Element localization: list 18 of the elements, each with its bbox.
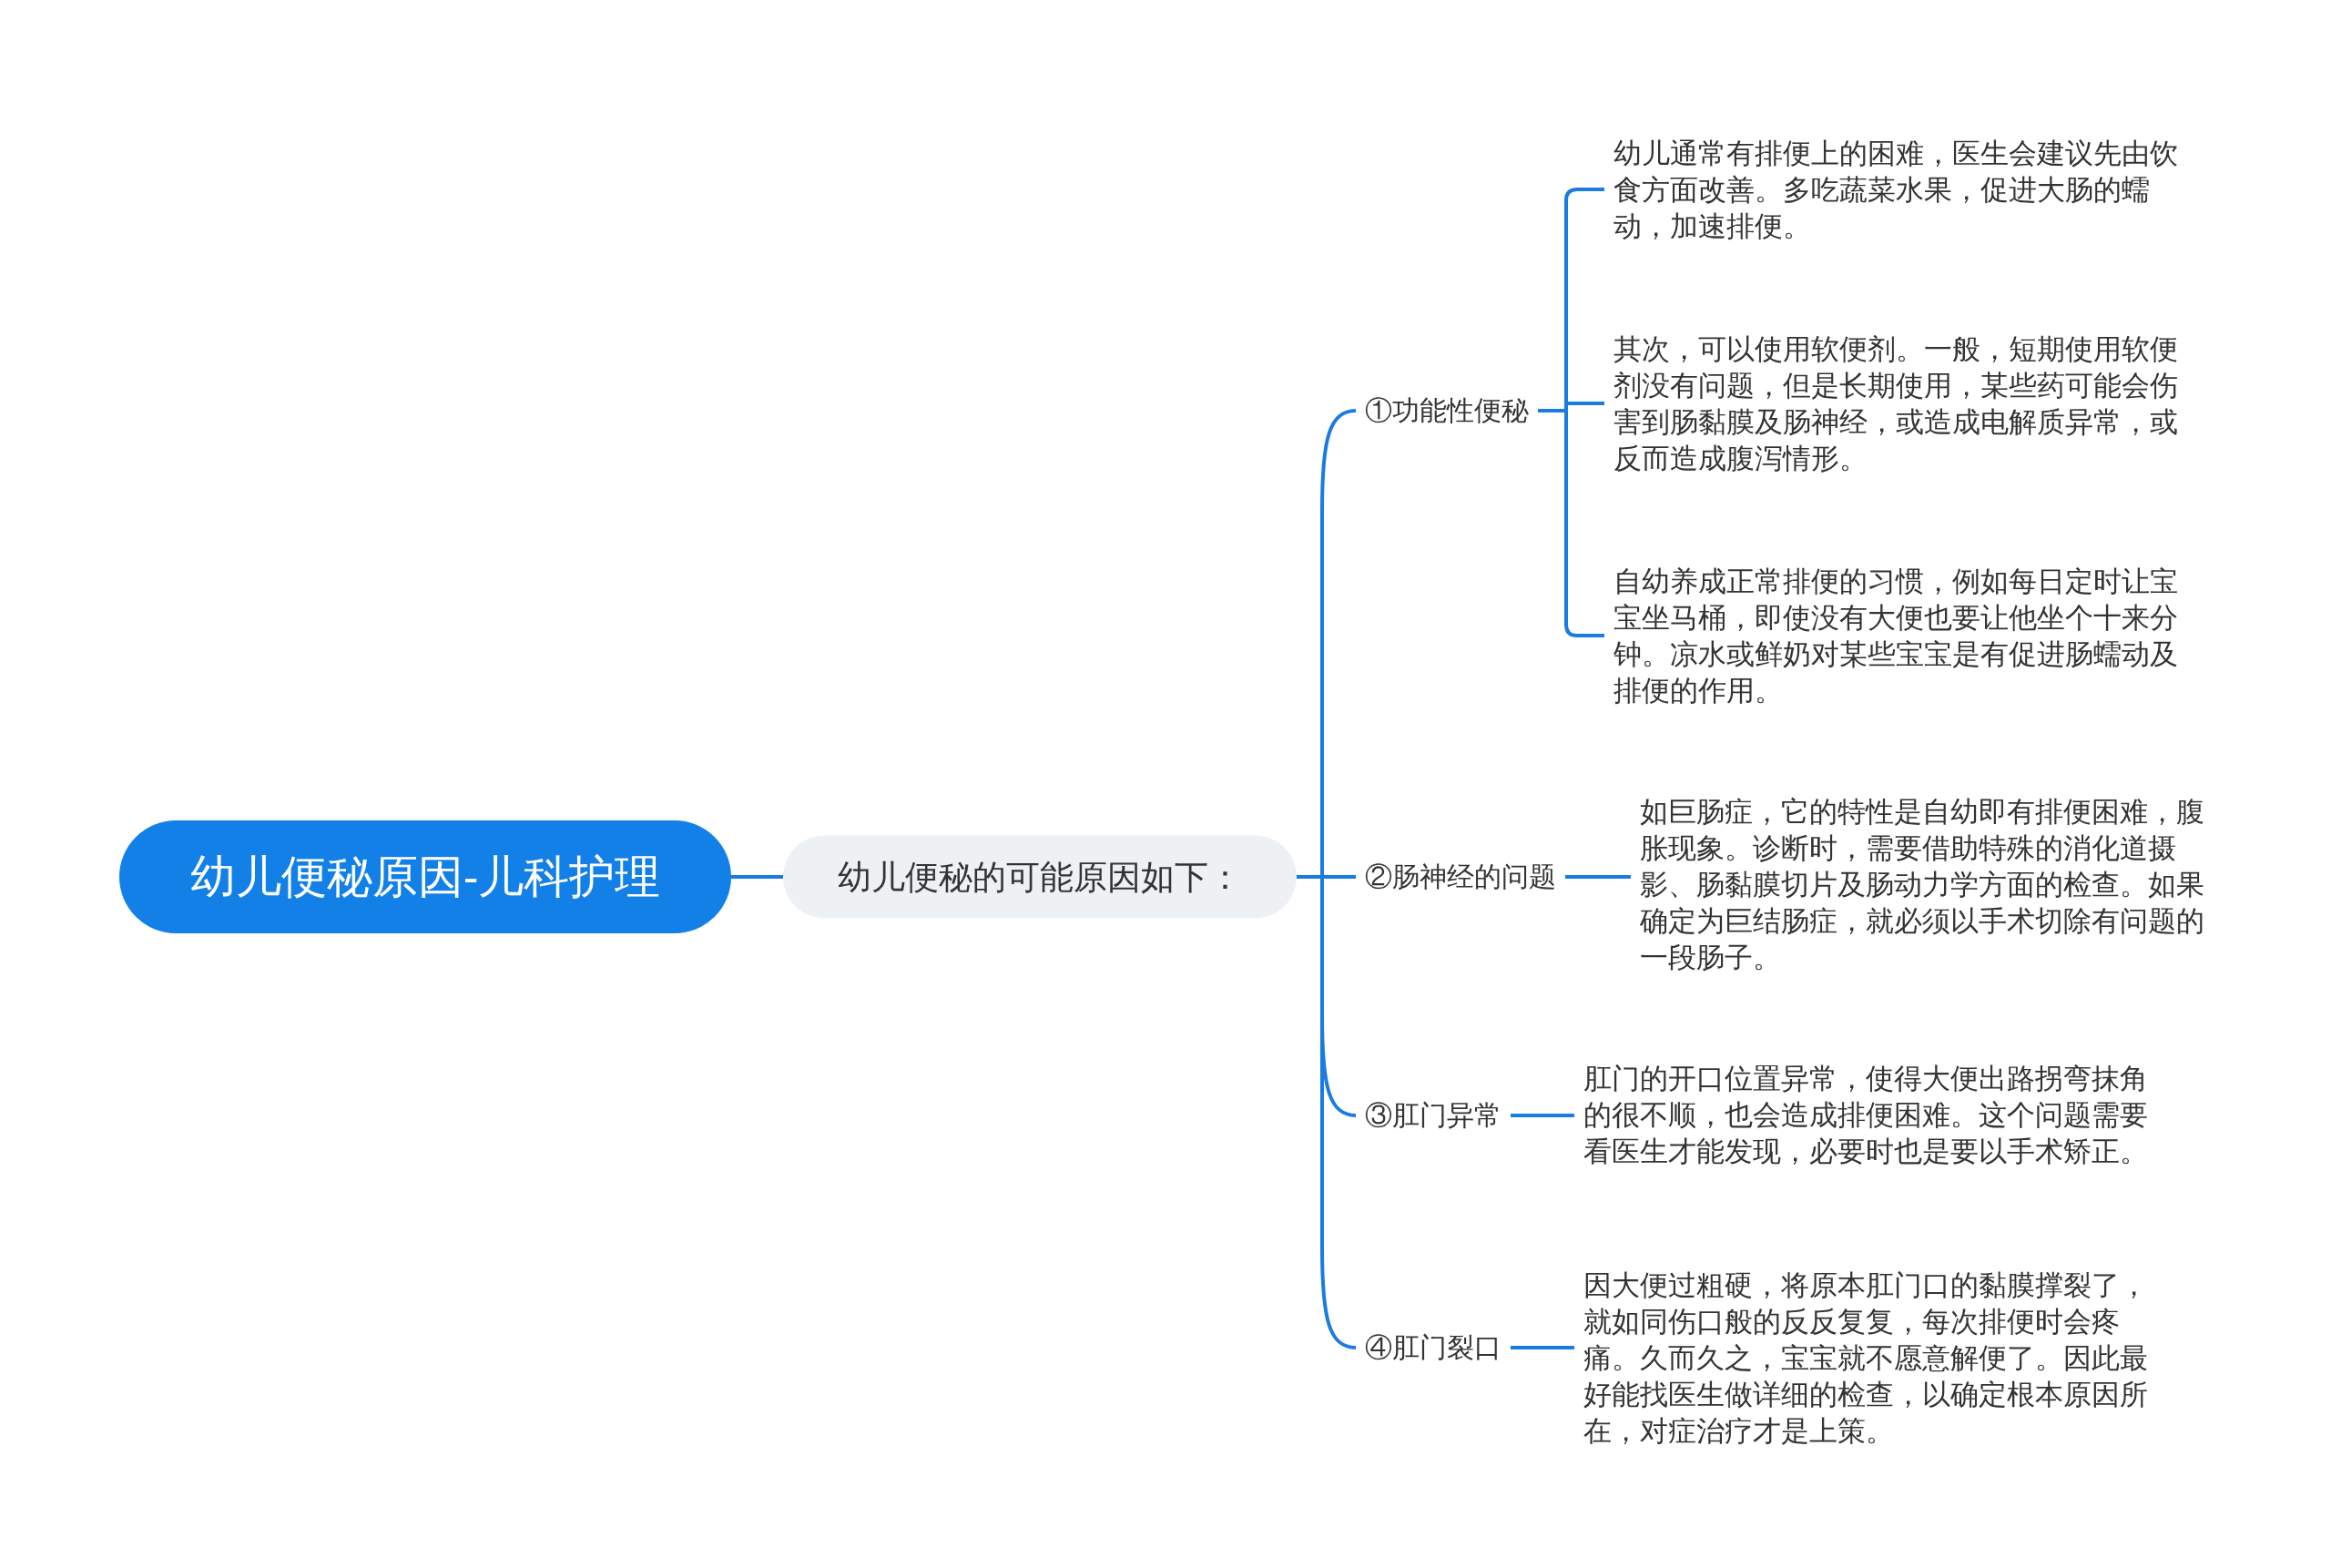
connector-line [1511,1346,1574,1349]
connector-line [1297,875,1358,1349]
note-text: 自幼养成正常排便的习惯，例如每日定时让宝宝坐马桶，即使没有大便也要让他坐个十来分钟。凉水或鲜奶对某些宝宝是有促进肠蠕动及排便的作用。 [1613,563,2178,708]
branch-label: ③肛门异常 [1365,1097,1501,1134]
branch-label: ②肠神经的问题 [1365,859,1556,895]
note-text: 如巨肠症，它的特性是自幼即有排便困难，腹胀现象。诊断时，需要借助特殊的消化道摄影、肠黏膜切片及肠动力学方面的检查。如果确定为巨结肠症，就必须以手术切除有问题的一段肠子。 [1640,793,2204,975]
root-topic-pill: 幼儿便秘原因-儿科护理 [119,820,731,933]
connector-line [1511,1114,1574,1117]
note-text: 其次，可以使用软便剂。一般，短期使用软便剂没有问题，但是长期使用，某些药可能会伤害到肠黏膜及肠神经，或造成电解质异常，或反而造成腹泻情形。 [1613,331,2178,476]
note-text: 因大便过粗硬，将原本肛门口的黏膜撑裂了，就如同伤口般的反反复复，每次排便时会疼痛。久而久之，宝宝就不愿意解便了。因此最好能找医生做详细的检查，以确定根本原因所在，对症治疗才是上策。 [1583,1267,2148,1449]
connector-line [1538,409,1604,637]
topic-pill: 幼儿便秘的可能原因如下： [783,835,1297,919]
connector-line [1565,875,1631,879]
note-text: 肛门的开口位置异常，使得大便出路拐弯抹角的很不顺，也会造成排便困难。这个问题需要看医生才能发现，必要时也是要以手术矫正。 [1583,1060,2148,1169]
branch-label: ①功能性便秘 [1365,392,1529,429]
branch-label: ④肛门裂口 [1365,1329,1501,1366]
connector-line [731,875,783,879]
note-text: 幼儿通常有排便上的困难，医生会建议先由饮食方面改善。多吃蔬菜水果，促进大肠的蠕动，加速排便。 [1613,135,2178,244]
